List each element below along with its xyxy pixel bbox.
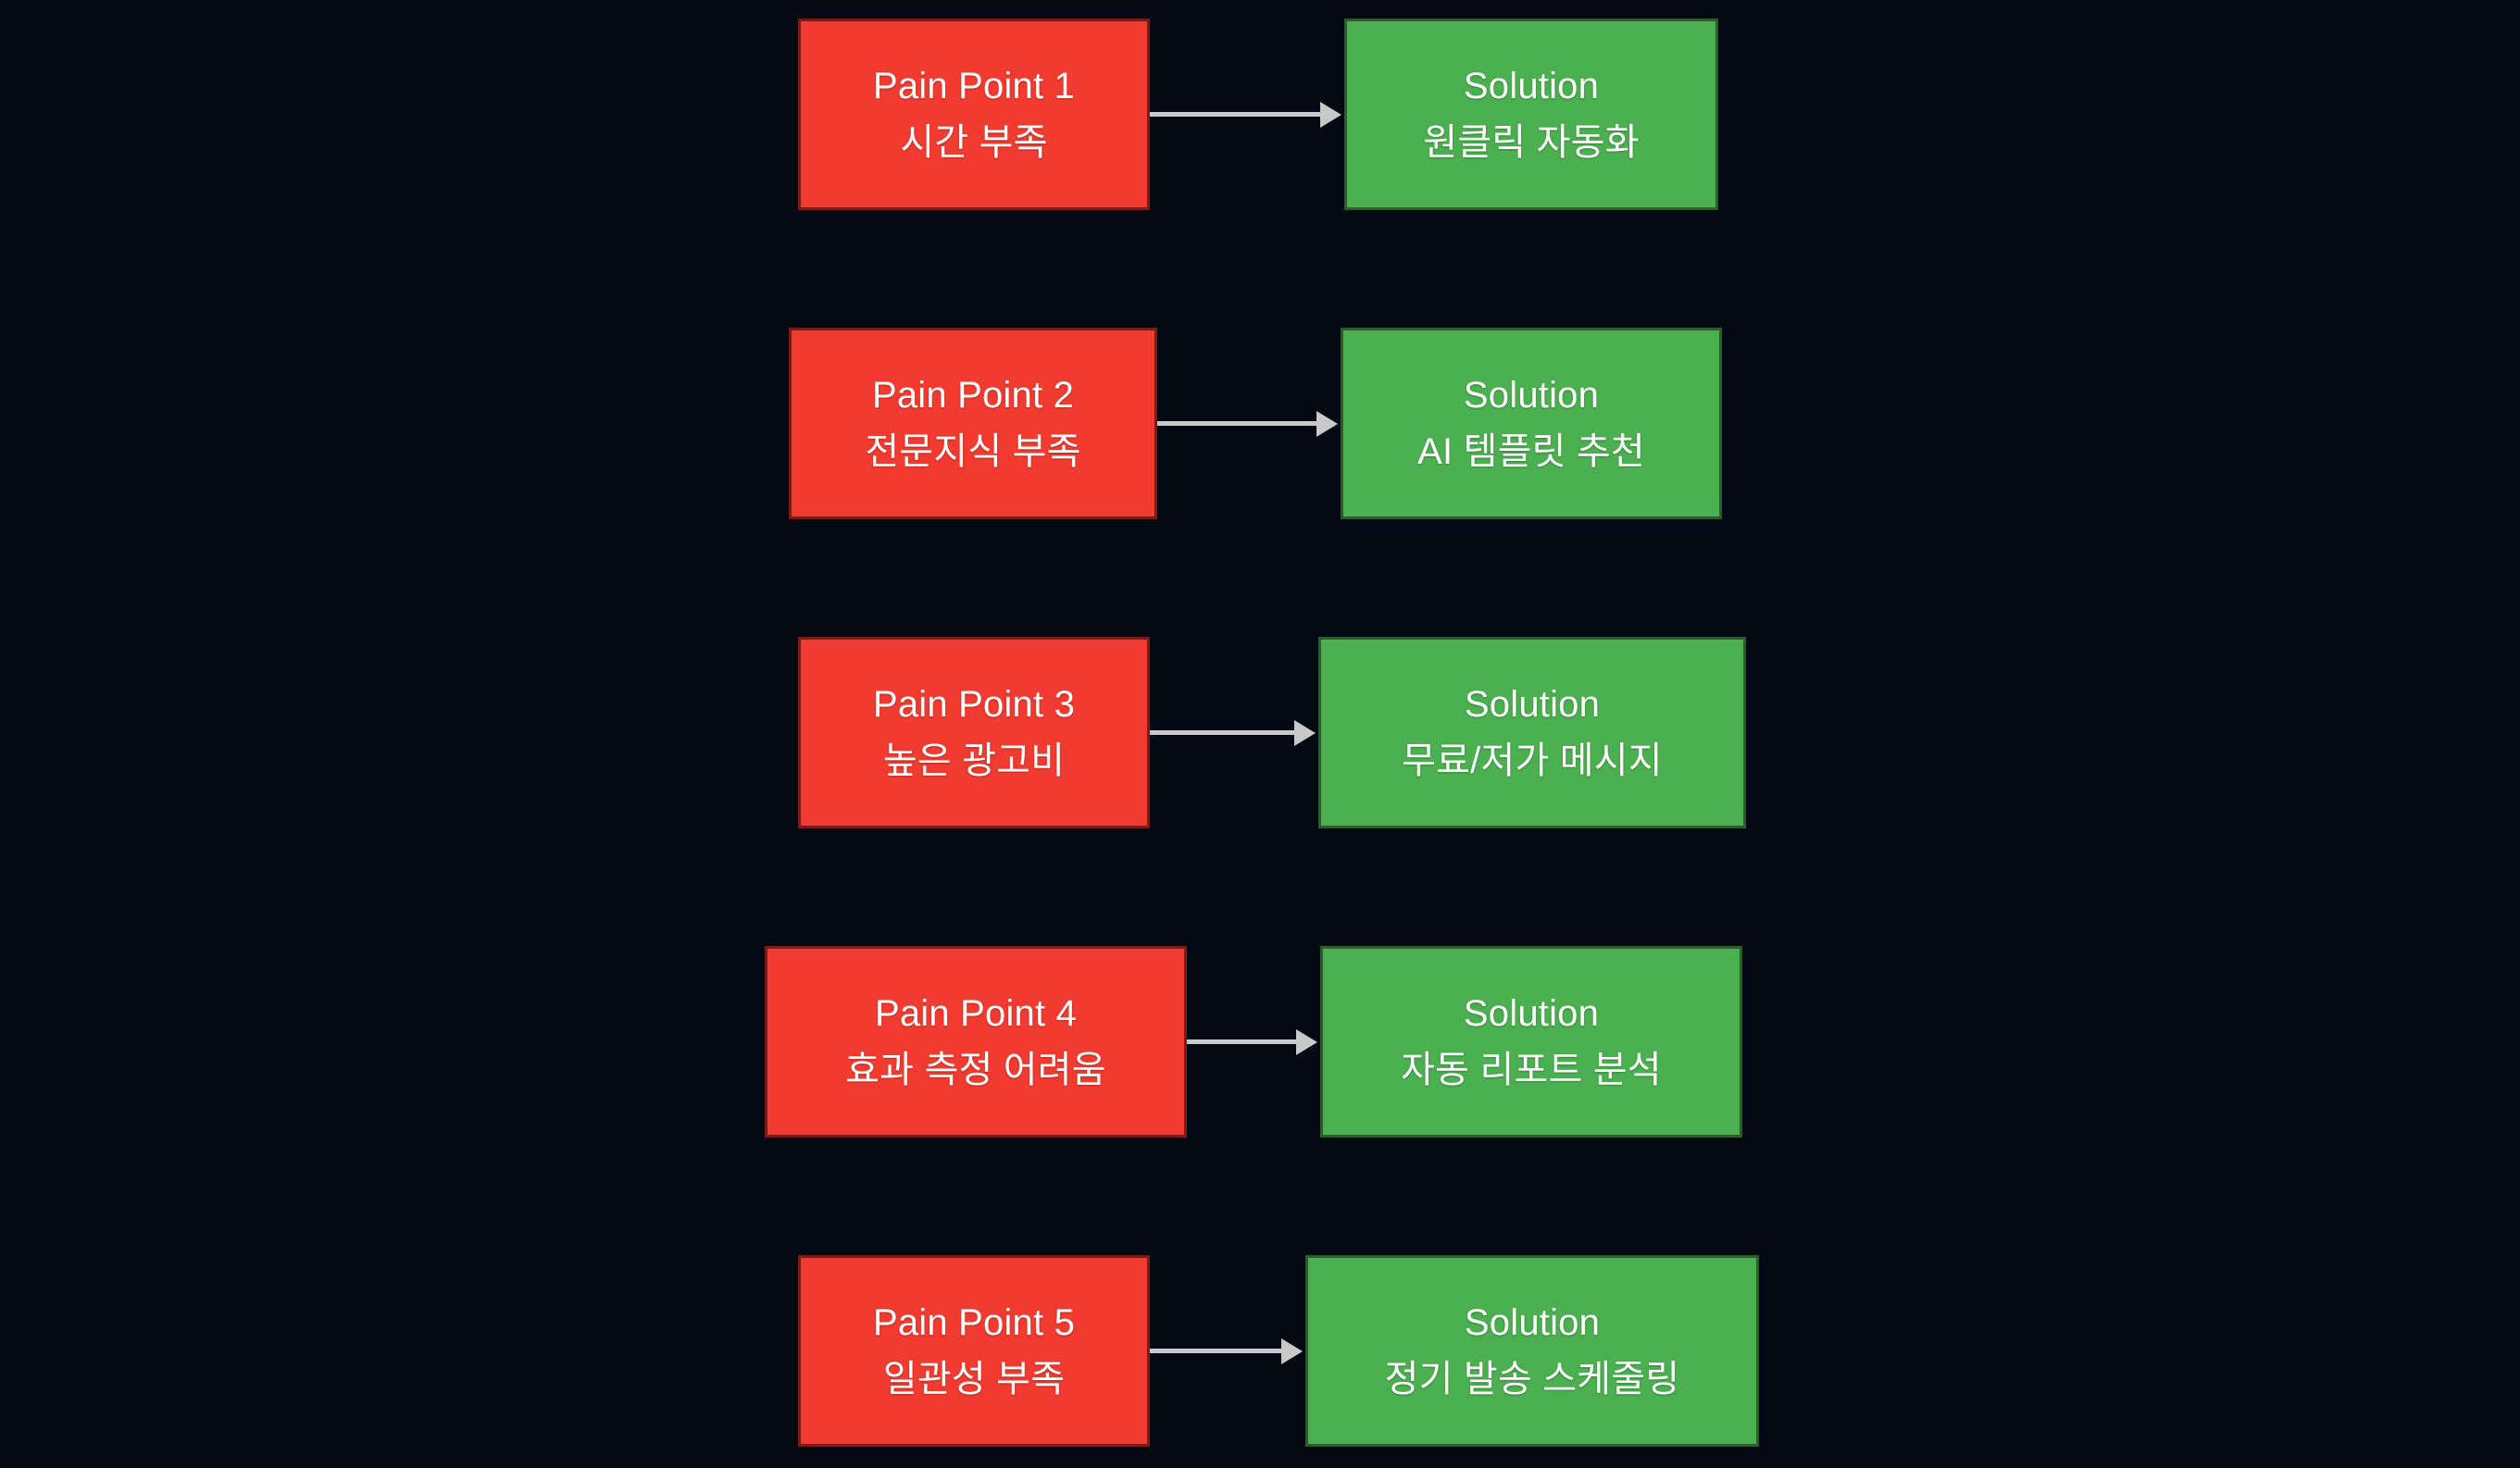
pain-point-box-2: Pain Point 2 전문지식 부족 [789, 328, 1157, 519]
pain-subtitle: 높은 광고비 [882, 740, 1066, 781]
pain-title: Pain Point 5 [872, 1301, 1076, 1343]
solution-title: Solution [1463, 65, 1600, 106]
pain-subtitle: 시간 부족 [900, 121, 1048, 163]
solution-title: Solution [1463, 374, 1600, 416]
pain-point-box-1: Pain Point 1 시간 부족 [798, 19, 1150, 210]
solution-subtitle: AI 템플릿 추천 [1417, 430, 1645, 472]
pain-title: Pain Point 1 [872, 65, 1076, 106]
solution-box-5: Solution 정기 발송 스케줄링 [1305, 1255, 1759, 1447]
solution-box-1: Solution 원클릭 자동화 [1344, 19, 1718, 210]
solution-subtitle: 자동 리포트 분석 [1401, 1049, 1662, 1090]
arrow-right-icon [1157, 421, 1316, 426]
solution-subtitle: 정기 발송 스케줄링 [1384, 1358, 1680, 1400]
solution-subtitle: 무료/저가 메시지 [1402, 740, 1663, 781]
solution-title: Solution [1464, 683, 1601, 725]
arrow-right-icon [1187, 1039, 1296, 1044]
pain-point-box-5: Pain Point 5 일관성 부족 [798, 1255, 1150, 1447]
arrow-right-icon [1150, 112, 1320, 117]
solution-box-4: Solution 자동 리포트 분석 [1320, 946, 1742, 1138]
pain-subtitle: 효과 측정 어려움 [845, 1049, 1106, 1090]
solution-box-3: Solution 무료/저가 메시지 [1318, 637, 1746, 828]
arrow-right-icon [1150, 1349, 1281, 1353]
solution-title: Solution [1463, 992, 1600, 1034]
arrow-right-icon [1150, 730, 1294, 735]
solution-title: Solution [1464, 1301, 1601, 1343]
pain-title: Pain Point 3 [872, 683, 1076, 725]
pain-title: Pain Point 2 [871, 374, 1075, 416]
solution-box-2: Solution AI 템플릿 추천 [1341, 328, 1722, 519]
pain-subtitle: 전문지식 부족 [865, 430, 1081, 472]
pain-point-box-4: Pain Point 4 효과 측정 어려움 [765, 946, 1187, 1138]
pain-point-box-3: Pain Point 3 높은 광고비 [798, 637, 1150, 828]
pain-subtitle: 일관성 부족 [882, 1358, 1066, 1400]
pain-title: Pain Point 4 [874, 992, 1078, 1034]
solution-subtitle: 원클릭 자동화 [1423, 121, 1640, 163]
